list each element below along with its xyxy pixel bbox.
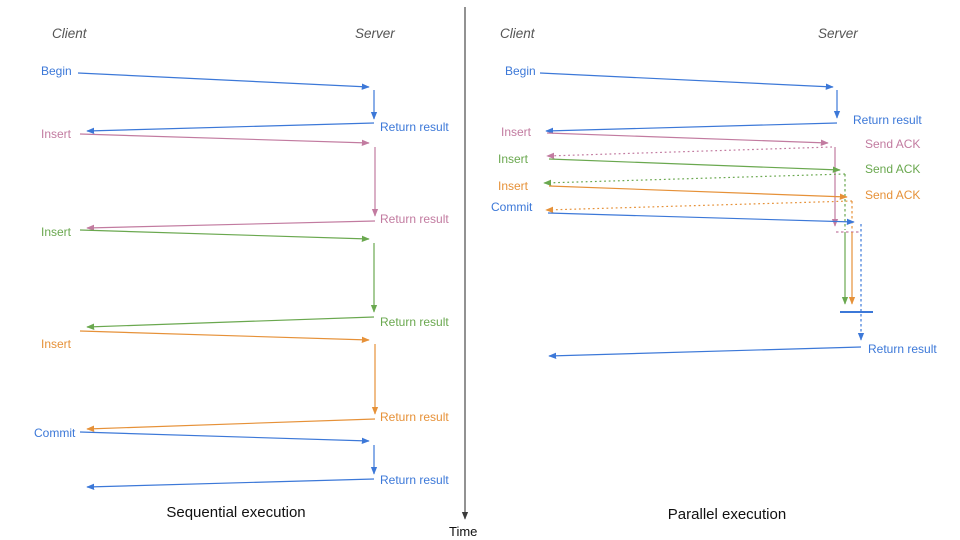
insert2-ack-dotted-line: [543, 173, 846, 186]
insert3-return-line: [86, 418, 376, 432]
parallel-commit-flow: [547, 212, 873, 359]
sequential-insert2-flow: [79, 229, 378, 330]
sequential-panel-title: Sequential execution: [166, 504, 306, 521]
parallel-insert1-label: Insert: [501, 125, 532, 139]
sequential-insert1-label: Insert: [41, 127, 72, 141]
parallel-insert2-flow: [543, 158, 849, 305]
sequential-insert1-flow: [79, 133, 379, 232]
sequential-commit-label: Commit: [34, 426, 76, 440]
sequential-commit-flow: [79, 431, 378, 490]
sequential-begin-label: Begin: [41, 64, 72, 78]
sequential-client-header: Client: [52, 26, 87, 41]
parallel-begin-flow: [539, 72, 841, 135]
parallel-insert2-ack-label: Send ACK: [865, 162, 921, 176]
parallel-insert3-ack-label: Send ACK: [865, 188, 921, 202]
insert1-ack-dotted-line: [546, 146, 833, 159]
sequential-insert3-label: Insert: [41, 337, 72, 351]
insert1-request-line: [546, 132, 829, 146]
sequential-insert3-result-label: Return result: [380, 410, 449, 424]
parallel-insert1-ack-label: Send ACK: [865, 137, 921, 151]
sequential-insert2-label: Insert: [41, 225, 72, 239]
insert2-request-line: [548, 158, 841, 173]
insert3-request-line: [548, 185, 848, 200]
insert1-return-line: [86, 220, 376, 232]
begin-return-line: [545, 122, 838, 135]
insert2-return-line: [86, 316, 375, 330]
commit-return-line: [86, 478, 375, 490]
commit-return-line: [548, 346, 862, 359]
sequential-insert1-result-label: Return result: [380, 212, 449, 226]
insert3-ack-dotted-line: [545, 200, 853, 213]
parallel-commit-result-label: Return result: [868, 342, 937, 356]
sequential-server-header: Server: [355, 26, 395, 41]
insert2-request-line: [79, 229, 370, 242]
parallel-insert2-label: Insert: [498, 152, 529, 166]
commit-request-line: [79, 431, 370, 444]
parallel-begin-result-label: Return result: [853, 113, 922, 127]
parallel-client-header: Client: [500, 26, 535, 41]
insert3-request-line: [79, 330, 370, 343]
sequential-begin-result-label: Return result: [380, 120, 449, 134]
begin-request-line: [77, 72, 370, 90]
commit-request-line: [547, 212, 855, 225]
insert1-request-line: [79, 133, 370, 146]
parallel-server-header: Server: [818, 26, 858, 41]
begin-return-line: [86, 122, 375, 134]
parallel-begin-label: Begin: [505, 64, 536, 78]
parallel-insert3-label: Insert: [498, 179, 529, 193]
begin-request-line: [539, 72, 834, 90]
parallel-insert1-flow: [546, 132, 859, 233]
sequential-commit-result-label: Return result: [380, 473, 449, 487]
parallel-insert3-flow: [545, 185, 856, 305]
sequential-begin-flow: [77, 72, 378, 134]
sequential-insert2-result-label: Return result: [380, 315, 449, 329]
parallel-commit-label: Commit: [491, 200, 533, 214]
parallel-panel-title: Parallel execution: [667, 506, 787, 523]
sequential-insert3-flow: [79, 330, 379, 432]
time-axis-label: Time: [449, 524, 478, 539]
